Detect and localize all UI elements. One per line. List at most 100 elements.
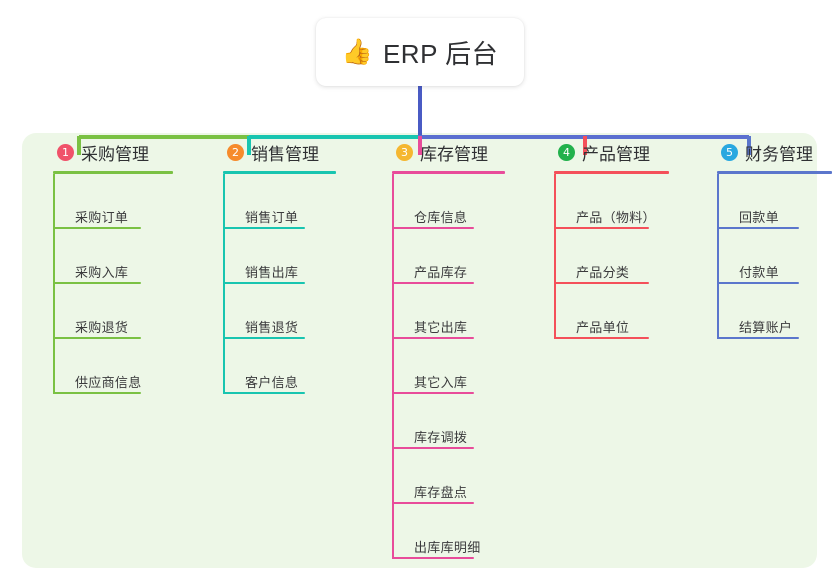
leaf-underline <box>392 282 474 284</box>
leaf-item[interactable]: 产品分类 <box>554 229 669 284</box>
leaf-item[interactable]: 供应商信息 <box>53 339 173 394</box>
leaf-item[interactable]: 销售订单 <box>223 174 336 229</box>
leaf-item[interactable]: 销售退货 <box>223 284 336 339</box>
leaf-label: 销售出库 <box>245 265 299 280</box>
branch-badge-3: 3 <box>396 143 413 161</box>
branch-columns: 1 采购管理采购订单采购入库采购退货供应商信息 2 销售管理销售订单销售出库销售退货客… <box>22 133 832 568</box>
branch-title-2: 销售管理 <box>251 144 319 164</box>
leaf-item[interactable]: 产品（物料） <box>554 174 669 229</box>
leaf-label: 回款单 <box>739 210 779 225</box>
branch-underline-5 <box>717 171 832 174</box>
leaf-underline <box>53 282 141 284</box>
leaf-underline <box>392 557 474 559</box>
leaf-label: 付款单 <box>739 265 779 280</box>
branch-leaf-list-4: 产品（物料） 产品分类产品单位 <box>554 174 669 339</box>
leaf-label: 产品单位 <box>576 320 630 335</box>
leaf-item[interactable]: 采购订单 <box>53 174 173 229</box>
leaf-underline <box>223 227 305 229</box>
leaf-item[interactable]: 仓库信息 <box>392 174 505 229</box>
leaf-label: 销售退货 <box>245 320 299 335</box>
branch-underline-4 <box>554 171 669 174</box>
leaf-label: 采购退货 <box>75 320 129 335</box>
leaf-label: 仓库信息 <box>414 210 468 225</box>
leaf-item[interactable]: 客户信息 <box>223 339 336 394</box>
branch-underline-2 <box>223 171 336 174</box>
branch-title-4: 产品管理 <box>582 144 650 164</box>
thumbs-up-icon: 👍 <box>341 37 373 66</box>
leaf-item[interactable]: 回款单 <box>717 174 832 229</box>
branch-badge-4: 4 <box>558 143 575 161</box>
branch-leaf-list-3: 仓库信息产品库存其它出库其它入库库存调拨库存盘点出库库明细 <box>392 174 505 559</box>
leaf-label: 采购订单 <box>75 210 129 225</box>
branch-header-2[interactable]: 2 销售管理 <box>218 133 336 171</box>
leaf-underline <box>554 282 649 284</box>
leaf-label: 其它出库 <box>414 320 468 335</box>
leaf-item[interactable]: 其它入库 <box>392 339 505 394</box>
leaf-item[interactable]: 产品库存 <box>392 229 505 284</box>
leaf-underline <box>392 392 474 394</box>
leaf-label: 销售订单 <box>245 210 299 225</box>
leaf-label: 其它入库 <box>414 375 468 390</box>
branch-header-4[interactable]: 4 产品管理 <box>549 133 669 171</box>
branch-leaf-list-2: 销售订单销售出库销售退货客户信息 <box>223 174 336 394</box>
branch-leaf-list-5: 回款单付款单结算账户 <box>717 174 832 339</box>
leaf-label: 产品（物料） <box>576 210 656 225</box>
leaf-underline <box>223 392 305 394</box>
leaf-item[interactable]: 付款单 <box>717 229 832 284</box>
leaf-underline <box>392 447 474 449</box>
leaf-item[interactable]: 产品单位 <box>554 284 669 339</box>
leaf-label: 供应商信息 <box>75 375 142 390</box>
branch-spine-4 <box>554 174 556 339</box>
leaf-underline <box>392 337 474 339</box>
branch-underline-3 <box>392 171 505 174</box>
branch-underline-1 <box>53 171 173 174</box>
leaf-underline <box>392 227 474 229</box>
leaf-underline <box>223 337 305 339</box>
mindmap-panel <box>22 133 817 568</box>
leaf-item[interactable]: 出库库明细 <box>392 504 505 559</box>
leaf-underline <box>554 227 649 229</box>
branch-column-5: 5 财务管理回款单付款单结算账户 <box>712 133 832 339</box>
branch-column-3: 3 库存管理仓库信息产品库存其它出库其它入库库存调拨库存盘点出库库明细 <box>387 133 505 559</box>
leaf-underline <box>53 227 141 229</box>
leaf-label: 库存盘点 <box>414 485 468 500</box>
leaf-label: 产品库存 <box>414 265 468 280</box>
leaf-label: 客户信息 <box>245 375 299 390</box>
leaf-label: 结算账户 <box>739 320 793 335</box>
branch-title-5: 财务管理 <box>745 144 813 164</box>
branch-column-1: 1 采购管理采购订单采购入库采购退货供应商信息 <box>48 133 173 394</box>
branch-title-3: 库存管理 <box>420 144 488 164</box>
leaf-item[interactable]: 结算账户 <box>717 284 832 339</box>
leaf-item[interactable]: 采购退货 <box>53 284 173 339</box>
branch-spine-2 <box>223 174 225 394</box>
root-title: ERP 后台 <box>382 38 499 69</box>
branch-badge-5: 5 <box>721 143 738 161</box>
branch-spine-5 <box>717 174 719 339</box>
leaf-label: 库存调拨 <box>414 430 468 445</box>
branch-badge-2: 2 <box>227 143 244 161</box>
branch-leaf-list-1: 采购订单采购入库采购退货供应商信息 <box>53 174 173 394</box>
leaf-item[interactable]: 库存调拨 <box>392 394 505 449</box>
leaf-underline <box>53 337 141 339</box>
leaf-underline <box>717 282 799 284</box>
branch-header-1[interactable]: 1 采购管理 <box>48 133 173 171</box>
leaf-underline <box>717 227 799 229</box>
branch-title-1: 采购管理 <box>81 144 149 164</box>
leaf-item[interactable]: 库存盘点 <box>392 449 505 504</box>
leaf-item[interactable]: 销售出库 <box>223 229 336 284</box>
leaf-underline <box>554 337 649 339</box>
leaf-label: 产品分类 <box>576 265 630 280</box>
leaf-underline <box>223 282 305 284</box>
branch-spine-1 <box>53 174 55 394</box>
leaf-underline <box>392 502 474 504</box>
branch-badge-1: 1 <box>57 143 74 161</box>
leaf-label: 出库库明细 <box>414 540 481 555</box>
branch-header-5[interactable]: 5 财务管理 <box>712 133 832 171</box>
leaf-item[interactable]: 采购入库 <box>53 229 173 284</box>
branch-spine-3 <box>392 174 394 559</box>
branch-header-3[interactable]: 3 库存管理 <box>387 133 505 171</box>
leaf-underline <box>53 392 141 394</box>
root-node[interactable]: 👍 ERP 后台 <box>316 18 524 86</box>
leaf-item[interactable]: 其它出库 <box>392 284 505 339</box>
